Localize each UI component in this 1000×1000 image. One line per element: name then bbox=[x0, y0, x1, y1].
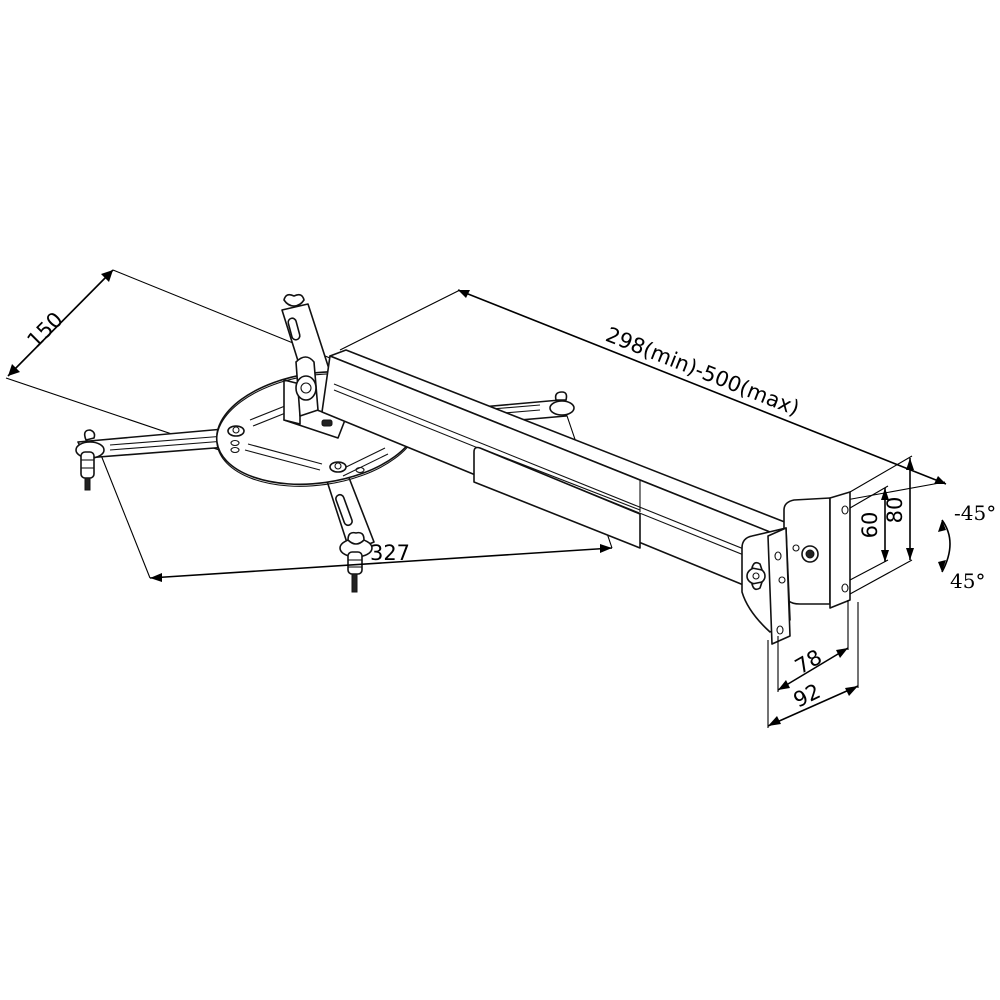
dimension-150: 150 bbox=[7, 269, 114, 377]
dimension-label-92: 92 bbox=[790, 679, 825, 712]
dimension-label-60: 60 bbox=[858, 512, 882, 539]
dimension-60: 60 bbox=[849, 485, 889, 581]
dimension-label-arm-length: 298(min)-500(max) bbox=[602, 322, 802, 420]
dimension-80: 80 bbox=[849, 455, 914, 595]
spider-arm-bottom bbox=[325, 469, 375, 593]
dimension-label-80: 80 bbox=[883, 497, 907, 524]
spider-arm-left bbox=[75, 427, 241, 491]
tilt-label-up: -45° bbox=[954, 501, 996, 525]
telescopic-arm bbox=[321, 349, 801, 601]
wall-bracket bbox=[741, 491, 851, 645]
dimension-label-327: 327 bbox=[370, 541, 410, 565]
wing-nut bbox=[746, 561, 766, 591]
tilt-indicator: -45° 45° bbox=[938, 501, 996, 593]
dimension-327: 327 bbox=[149, 541, 613, 582]
tilt-label-down: 45° bbox=[950, 569, 985, 593]
dimension-label-150: 150 bbox=[22, 307, 67, 352]
dimension-label-78: 78 bbox=[791, 645, 826, 679]
